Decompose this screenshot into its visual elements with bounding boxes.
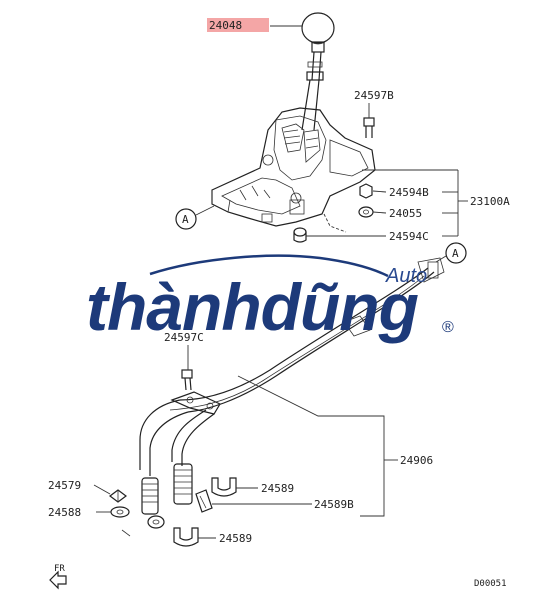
watermark-sub: Auto: [385, 265, 427, 287]
label-24597c: 24597C: [164, 331, 204, 344]
ref-a-left-text: A: [182, 213, 189, 226]
watermark-brand: thànhdũng: [86, 270, 419, 344]
brand-watermark: thànhdũng Auto ®: [86, 254, 454, 344]
front-arrow-icon: FR: [49, 564, 67, 590]
label-24579: 24579: [48, 479, 81, 492]
cable-bracket: [170, 391, 221, 415]
fr-text: FR: [54, 564, 65, 574]
label-23100a: 23100A: [470, 195, 510, 208]
bolt-24597c: [181, 369, 193, 391]
clip-24589-top: [211, 477, 237, 497]
ref-circle-a-left: A: [175, 208, 197, 230]
label-24597b: 24597B: [354, 89, 394, 102]
label-24588: 24588: [48, 506, 81, 519]
diagram-code: D00051: [474, 579, 507, 589]
shift-knob: [301, 12, 335, 53]
label-24589-bottom: 24589: [219, 532, 252, 545]
label-24589-top: 24589: [261, 482, 294, 495]
shifter-housing: [211, 107, 376, 227]
label-24594b: 24594B: [389, 186, 429, 199]
bolt-24597b: [363, 117, 375, 138]
watermark-swoosh: [149, 254, 389, 278]
shift-lever: [301, 51, 324, 131]
ref-a-right-text: A: [452, 247, 459, 260]
label-24048: 24048: [209, 19, 242, 32]
leaders-lower: [93, 345, 398, 539]
washer-24588: [110, 506, 130, 518]
leaders-upper: [195, 25, 468, 237]
ref-circle-a-right: A: [435, 242, 467, 264]
highlight-24048: [207, 18, 269, 32]
cable-end-right: [173, 463, 193, 505]
washer-24055: [358, 206, 374, 218]
watermark-reg: ®: [442, 319, 454, 336]
cable-end-left: [141, 477, 165, 529]
label-24055: 24055: [389, 207, 422, 220]
label-24594c: 24594C: [389, 230, 429, 243]
label-24589b: 24589B: [314, 498, 354, 511]
bushing-24594c: [293, 227, 307, 243]
clip-24589b: [195, 489, 213, 513]
clip-24589-bottom: [173, 527, 199, 547]
label-24906: 24906: [400, 454, 433, 467]
pin-24579: [109, 489, 127, 503]
nut-24594b: [359, 183, 373, 199]
